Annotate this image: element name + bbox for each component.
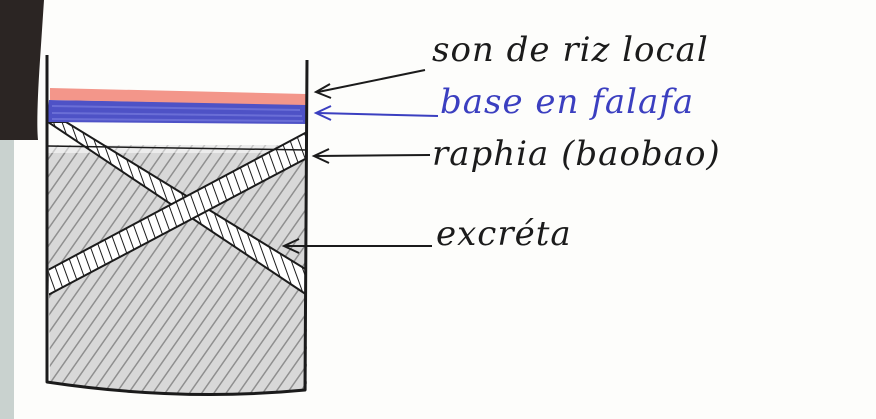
label-son-de-riz-local: son de riz local [432, 30, 709, 70]
container-outline [45, 55, 309, 396]
arrow-raphia [311, 148, 431, 164]
label-base-en-falafa: base en falafa [440, 82, 695, 122]
corner-mark [0, 0, 44, 140]
container-line [46, 145, 308, 151]
label-raphia-baobao: raphia (baobao) [432, 134, 721, 174]
arrow-base-en-falafa [313, 105, 439, 121]
arrow-excreta [281, 238, 432, 254]
label-excreta: excréta [436, 214, 572, 254]
arrow-son-de-riz [313, 69, 426, 99]
falafa-layer-shading [51, 105, 304, 122]
rice-bran-layer [50, 88, 306, 105]
